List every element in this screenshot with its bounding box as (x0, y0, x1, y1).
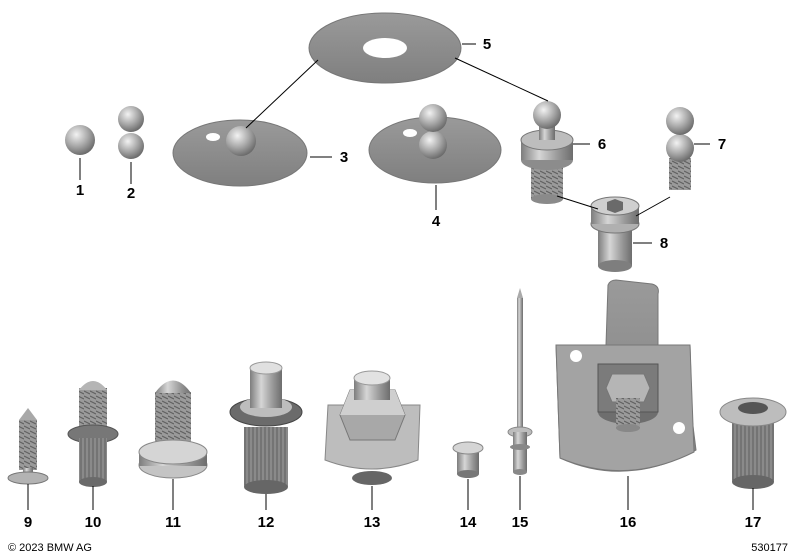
part-17-rivet-nut (719, 397, 787, 489)
callout-1: 1 (76, 182, 84, 199)
callout-13: 13 (364, 514, 381, 531)
callout-7: 7 (718, 136, 726, 153)
callout-10: 10 (85, 514, 102, 531)
part-12-pin (229, 361, 303, 494)
callout-11: 11 (165, 514, 181, 531)
callout-15: 15 (512, 514, 529, 531)
callout-12: 12 (258, 514, 275, 531)
callout-8: 8 (660, 235, 668, 252)
callout-17: 17 (745, 514, 762, 531)
part-2-double-ball (118, 106, 144, 159)
callout-5: 5 (483, 36, 491, 53)
part-11-threaded-stud (138, 380, 208, 479)
callout-14: 14 (460, 514, 477, 531)
part-8-rivet-nut (590, 196, 640, 272)
part-6-ball-stud (520, 101, 574, 204)
part-4-plate-with-double-ball (368, 104, 502, 184)
copyright-text: © 2023 BMW AG (8, 542, 92, 554)
part-13-hex-nut-plate (324, 370, 421, 485)
part-16-bracket (555, 279, 697, 472)
diagram-number: 530177 (751, 542, 788, 554)
callout-9: 9 (24, 514, 32, 531)
callout-6: 6 (598, 136, 606, 153)
callout-16: 16 (620, 514, 637, 531)
part-3-plate-with-ball (172, 119, 308, 187)
part-1-ball (65, 125, 95, 155)
part-15-rivet (507, 288, 533, 475)
part-14-plug (452, 441, 484, 478)
callout-labels: 1 2 3 4 5 6 7 8 9 10 11 12 13 14 15 16 1… (24, 36, 762, 531)
part-10-screw-insert (67, 381, 119, 487)
callout-3: 3 (340, 149, 348, 166)
callout-4: 4 (432, 213, 441, 230)
part-5-washer (308, 12, 462, 84)
leader-lines (27, 43, 754, 510)
part-7-ball-stud (666, 107, 694, 190)
part-9-screw (7, 408, 49, 485)
callout-2: 2 (127, 185, 135, 202)
